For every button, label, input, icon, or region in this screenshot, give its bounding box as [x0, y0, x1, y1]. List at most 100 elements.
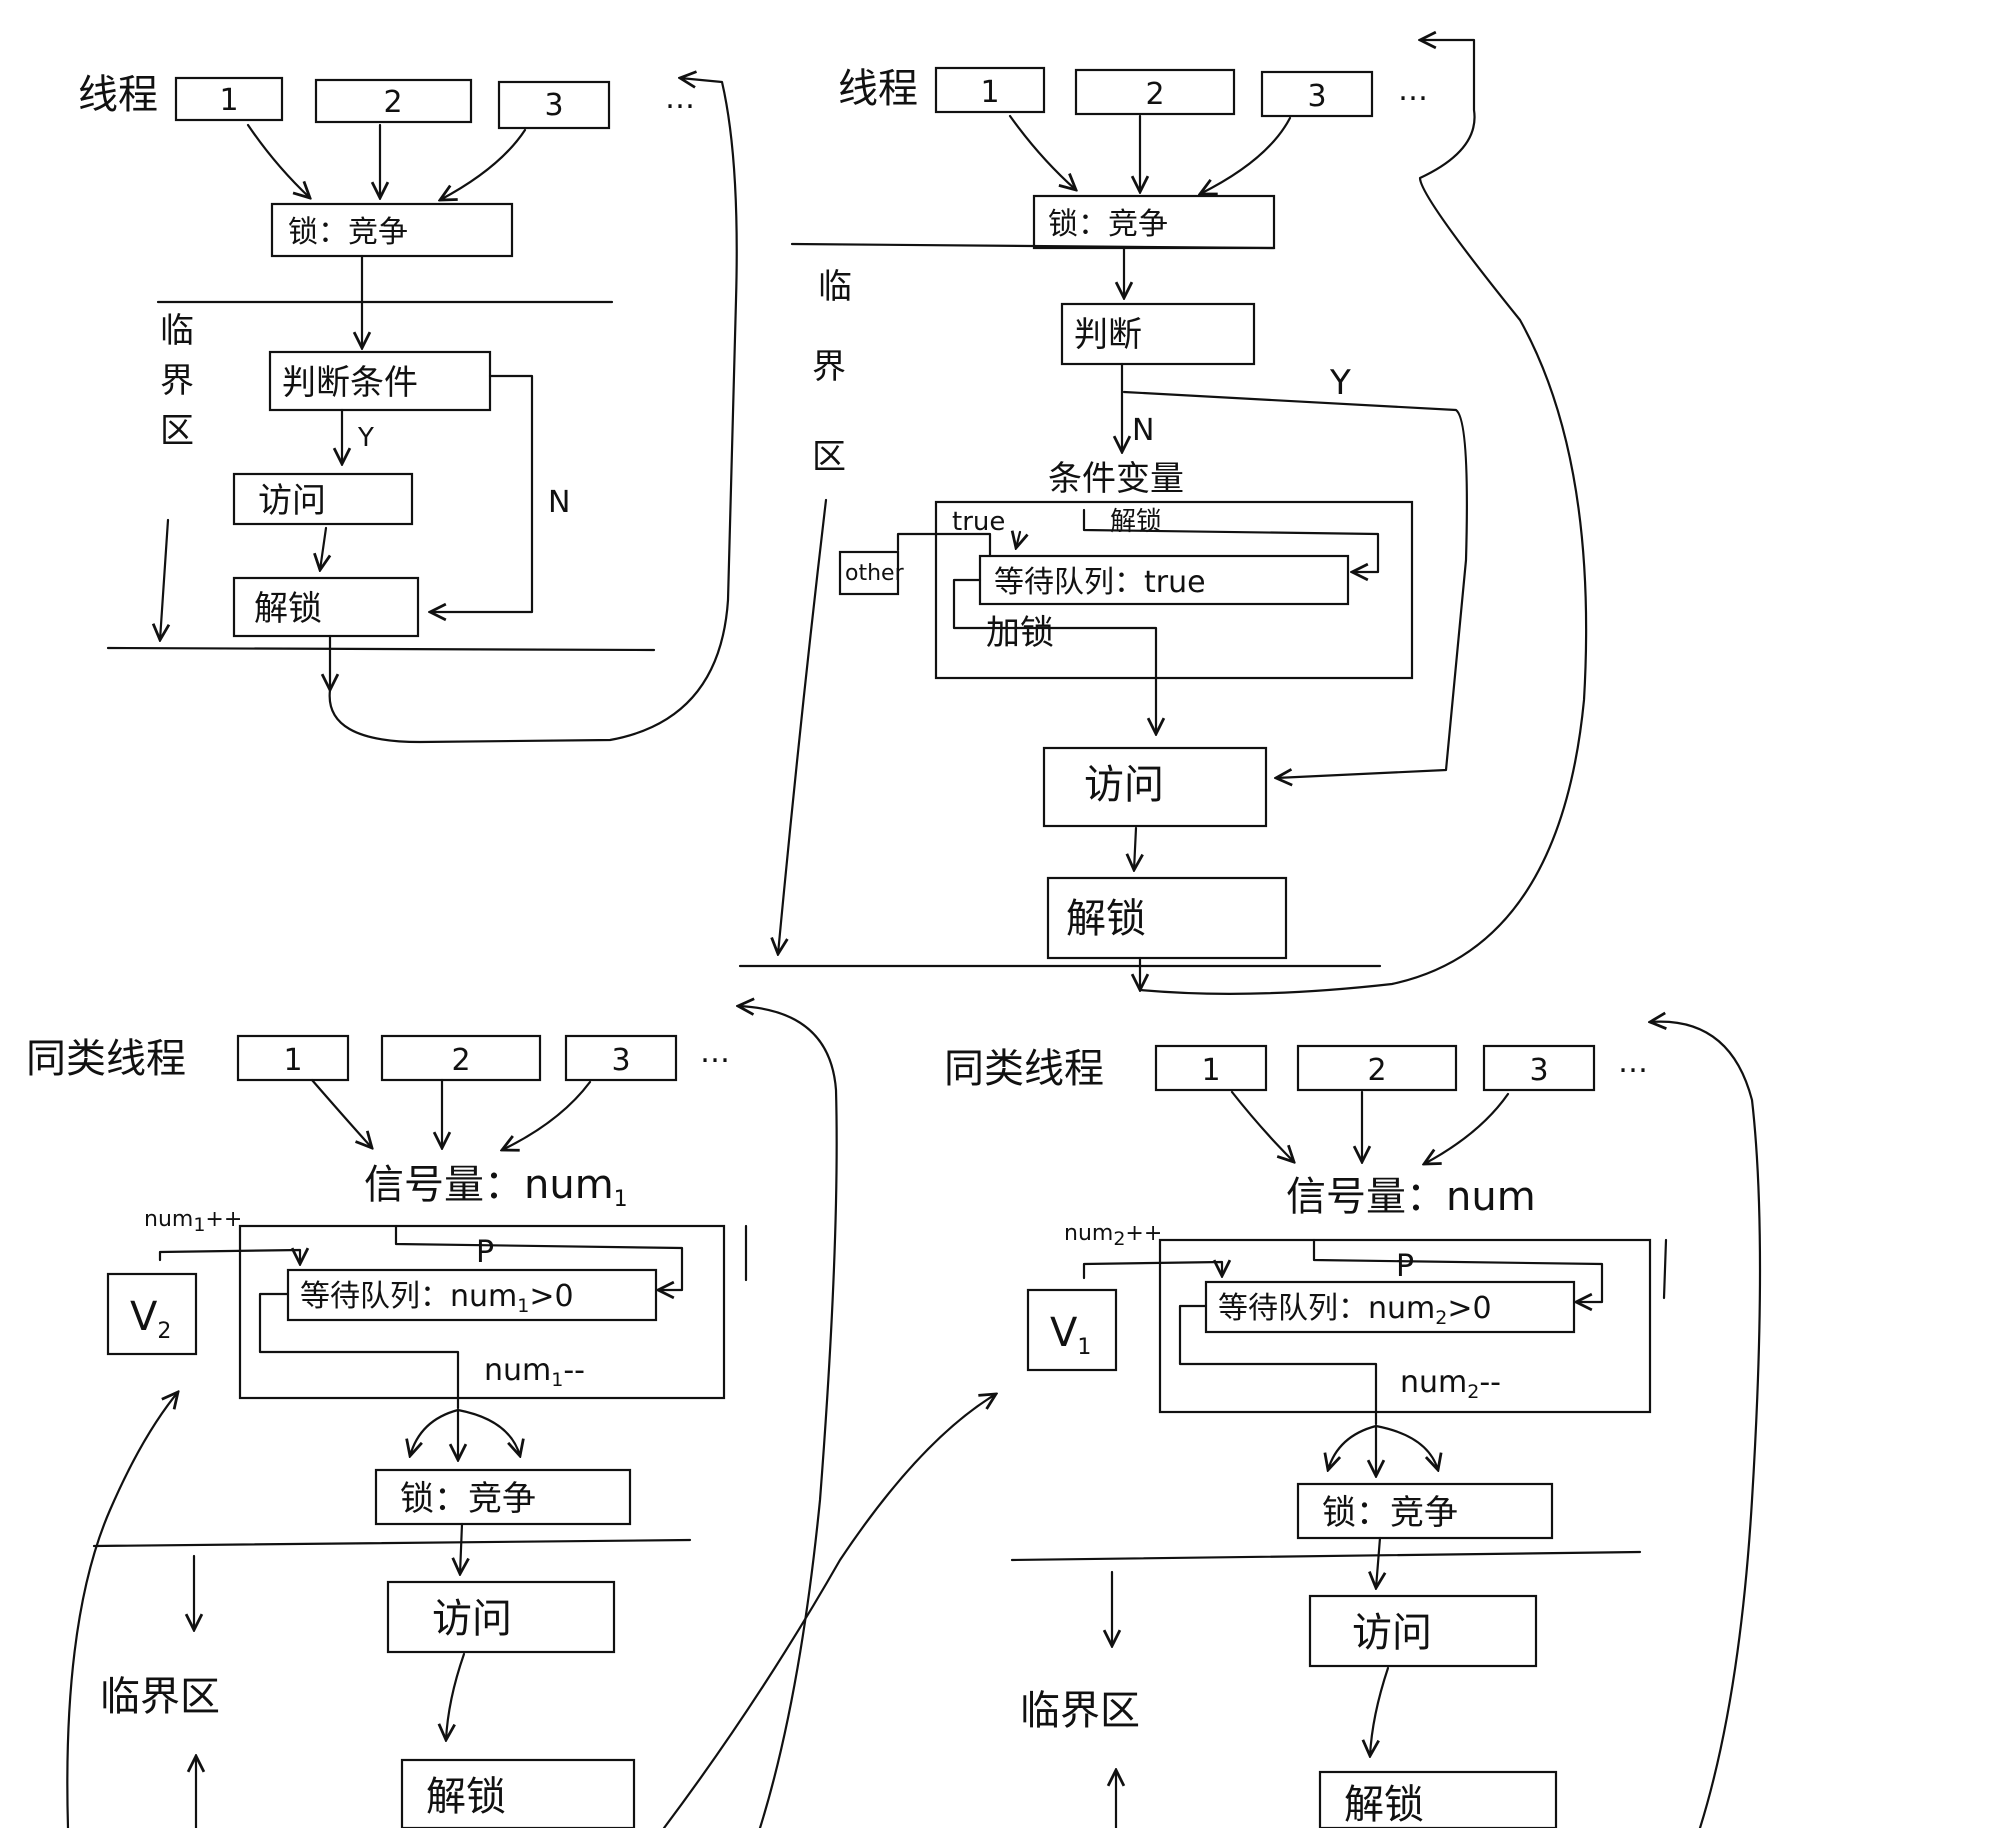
- thread-box-2: [1296, 1044, 1458, 1092]
- unlock-label: 解锁: [1344, 1782, 1424, 1828]
- critical-top-boundary: [790, 242, 1276, 250]
- arrow-thread1-to-lock: [1008, 114, 1076, 190]
- arrow-judge-yes-to-access: [1122, 390, 1468, 778]
- thread-box-1: [236, 1034, 350, 1082]
- threads-label: 线程: [78, 72, 158, 118]
- true-label: true: [952, 507, 1005, 537]
- panel-condition-variable: 线程 1 2 3 … 锁：竞争 临 界 区 判断 N Y 条件变量 true 解…: [738, 40, 1588, 995]
- access-label: 访问: [1084, 762, 1164, 808]
- lock-contend-label: 锁：竞争: [288, 215, 408, 250]
- more-threads-ellipsis: …: [1398, 73, 1428, 108]
- critical-region-label-3: 区: [160, 411, 194, 451]
- wait-queue-label: 等待队列：num1>0: [300, 1279, 574, 1317]
- fork-arrow-left: [1328, 1424, 1378, 1470]
- no-label: N: [548, 485, 570, 520]
- yes-label: Y: [1329, 363, 1351, 403]
- group-threads-label: 同类线程: [944, 1046, 1104, 1092]
- v-operation-label: V1: [1050, 1310, 1091, 1360]
- thread-box-1: [934, 66, 1046, 114]
- thread-1-label: 1: [219, 83, 238, 118]
- critical-region-label-3: 区: [812, 437, 846, 477]
- unlock-box: [1046, 876, 1288, 960]
- v-operation-box: [106, 1272, 198, 1356]
- loop-back-arrow: [1138, 40, 1588, 995]
- fork-arrow-right: [456, 1408, 520, 1456]
- judge-box: [1060, 302, 1256, 366]
- arrow-access-to-unlock: [1370, 1666, 1390, 1756]
- unlock-label: 解锁: [426, 1774, 506, 1820]
- thread-box-2: [314, 78, 473, 124]
- arrow-thread1-to-sem: [310, 1078, 372, 1148]
- judge-condition-box: [268, 350, 492, 412]
- access-box: [386, 1580, 616, 1654]
- critical-region-label: 临界区: [100, 1674, 220, 1720]
- arrow-thread3-to-sem: [502, 1080, 592, 1150]
- lock-contend-label: 锁：竞争: [1322, 1493, 1458, 1533]
- condition-variable-box: [934, 500, 1414, 680]
- thread-box-2: [1074, 68, 1236, 116]
- wait-queue-label: 等待队列：true: [994, 565, 1206, 600]
- access-label: 访问: [1352, 1610, 1432, 1656]
- add-lock-label: 加锁: [986, 613, 1054, 653]
- arrow-thread3-to-sem: [1424, 1092, 1510, 1164]
- thread-box-1: [1154, 1044, 1268, 1092]
- thread-box-2: [380, 1034, 542, 1082]
- arrow-thread1-to-lock: [246, 123, 310, 198]
- thread-2-label: 2: [1367, 1053, 1386, 1088]
- critical-region-label-1: 临: [160, 311, 194, 351]
- arrow-thread3-to-lock: [1200, 116, 1292, 194]
- arrow-thread1-to-sem: [1230, 1090, 1294, 1162]
- more-threads-ellipsis: …: [700, 1035, 730, 1070]
- judge-condition-label: 判断条件: [282, 363, 418, 403]
- semaphore-label: 信号量：num1: [364, 1162, 628, 1212]
- thread-2-label: 2: [383, 85, 402, 120]
- thread-2-label: 2: [451, 1043, 470, 1078]
- arrow-waitqueue-to-access: [952, 578, 1156, 734]
- access-label: 访问: [258, 481, 326, 521]
- lock-contend-label: 锁：竞争: [1048, 207, 1168, 242]
- thread-box-3: [564, 1034, 678, 1082]
- loop-back-arrow: [328, 78, 738, 744]
- critical-top-boundary: [1010, 1550, 1642, 1562]
- thread-3-label: 3: [1307, 79, 1326, 114]
- panel-semaphore-1: 同类线程 1 2 3 … 信号量：num1 num1++ V2 P 等待队列：n…: [26, 1006, 996, 1828]
- access-label: 访问: [432, 1596, 512, 1642]
- fork-arrow-left: [410, 1408, 460, 1456]
- unlock-label: 解锁: [1066, 896, 1146, 942]
- other-to-waitqueue-line: [896, 532, 992, 558]
- side-tick-mark: [1662, 1238, 1668, 1300]
- waitqueue-to-decrement-line: [258, 1292, 460, 1410]
- p-operation-label: P: [1396, 1249, 1414, 1284]
- critical-region-label-1: 临: [818, 267, 852, 307]
- increment-label: num1++: [144, 1207, 242, 1236]
- lock-contend-box: [1296, 1482, 1554, 1540]
- increment-label: num2++: [1064, 1221, 1162, 1250]
- thread-3-label: 3: [544, 88, 563, 123]
- waitqueue-to-decrement-line: [1178, 1304, 1378, 1426]
- semaphore-box: [1158, 1238, 1652, 1414]
- arrow-access-to-unlock: [320, 526, 326, 570]
- lock-contend-label: 锁：竞争: [400, 1479, 536, 1519]
- p-operation-label: P: [476, 1235, 494, 1270]
- more-threads-ellipsis: …: [665, 81, 695, 116]
- critical-bottom-boundary: [106, 646, 656, 652]
- arrow-access-to-unlock: [446, 1652, 466, 1740]
- thread-3-label: 3: [611, 1043, 630, 1078]
- unlock-box: [400, 1758, 636, 1828]
- lock-contend-box: [270, 202, 514, 258]
- thread-2-label: 2: [1145, 77, 1164, 112]
- loop-back-arrow: [1650, 1022, 1762, 1828]
- critical-region-label: 临界区: [1020, 1688, 1140, 1734]
- critical-region-arrow: [778, 498, 828, 954]
- condition-variable-label: 条件变量: [1048, 459, 1184, 499]
- threads-label: 线程: [838, 66, 918, 112]
- true-arrow: [1016, 532, 1020, 548]
- unlock-box: [232, 576, 420, 638]
- unlock-to-waitqueue-arrow: [1082, 508, 1380, 572]
- arrow-lock-to-access: [1376, 1536, 1380, 1588]
- loop-back-arrow: [738, 1006, 838, 1828]
- increment-arrow: [1082, 1262, 1222, 1280]
- critical-region-label-2: 界: [812, 347, 846, 387]
- unlock-label: 解锁: [254, 589, 322, 629]
